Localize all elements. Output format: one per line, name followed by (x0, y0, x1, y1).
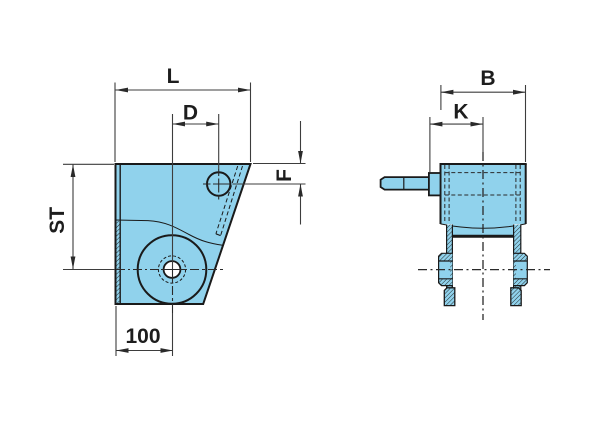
svg-text:ST: ST (46, 207, 69, 234)
svg-text:B: B (480, 67, 495, 90)
svg-text:100: 100 (125, 325, 160, 348)
svg-text:L: L (167, 65, 180, 88)
svg-text:F: F (273, 169, 296, 182)
svg-text:D: D (183, 102, 198, 125)
svg-text:K: K (453, 101, 468, 124)
